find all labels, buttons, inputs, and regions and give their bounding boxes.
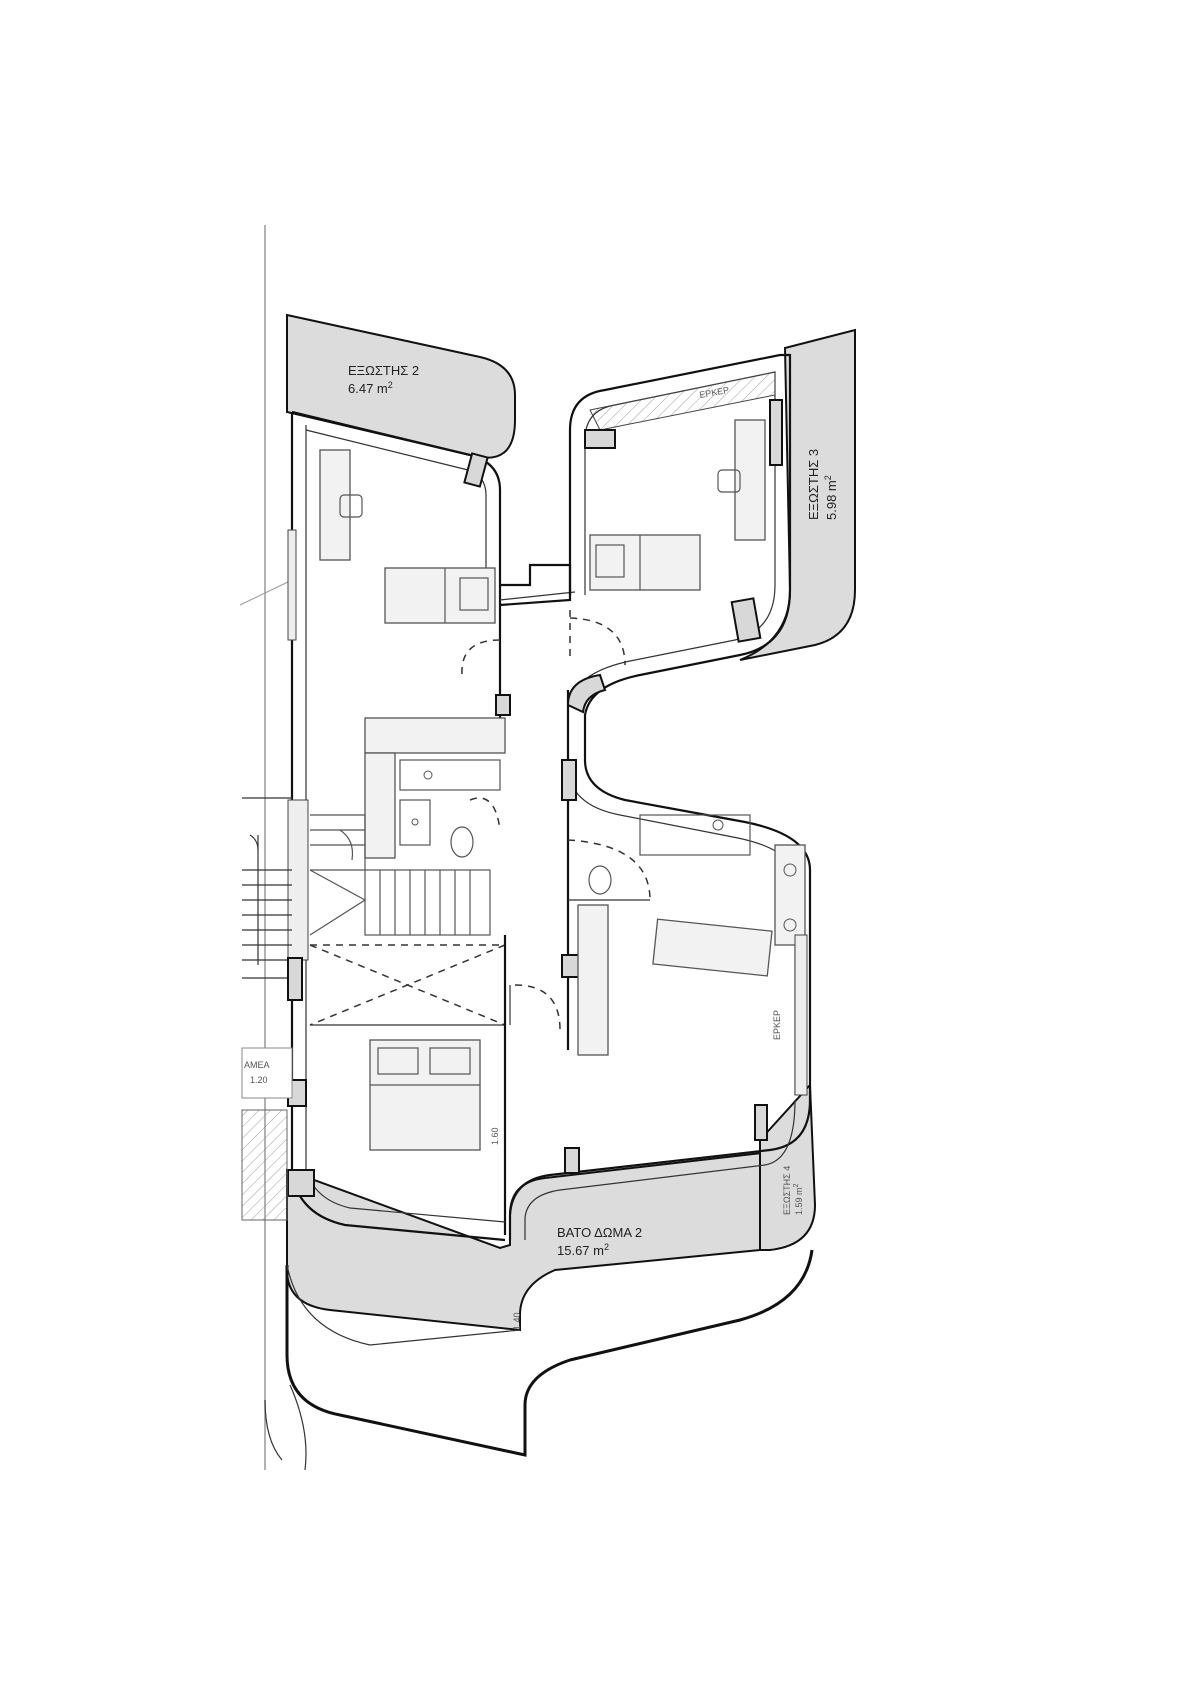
amea-label-box (241, 1047, 293, 1099)
room2-bed (589, 534, 701, 591)
room1-bed (384, 567, 496, 624)
sink-drain-icon (423, 770, 433, 780)
bath2-sink-icon (712, 819, 724, 831)
bath2-toilet-icon (588, 865, 612, 895)
room1-chair-icon (339, 494, 363, 518)
bath-shower (399, 799, 431, 846)
left-window (287, 529, 297, 641)
terrace-2-area (286, 1085, 811, 1332)
balcony-2-name: ΕΞΩΣΤΗΣ 2 (348, 363, 419, 378)
svg-text:ΕΞΩΣΤΗΣ 4: ΕΞΩΣΤΗΣ 4 (782, 1166, 792, 1215)
room1-pillow (459, 577, 489, 611)
bath-fixture-sink (399, 759, 501, 791)
balcony-3-label: ΕΞΩΣΤΗΣ 3 5.98 m2 (806, 449, 839, 520)
balcony-2-area: 6.47 m2 (348, 380, 393, 396)
corridor-link-inner (499, 591, 576, 601)
master-pillow-right (429, 1047, 471, 1075)
stair-void (309, 935, 511, 1235)
wardrobe (652, 918, 773, 977)
kitchen-counter-side (364, 752, 396, 859)
kitchenette-counter (774, 844, 806, 946)
living-column-right (754, 1104, 768, 1141)
room2-right-window (769, 399, 783, 466)
corridor-column-2 (561, 759, 577, 801)
bedroom-corner-column (287, 1169, 315, 1197)
lower-left-arc (289, 1384, 307, 1471)
svg-text:1.59 m2: 1.59 m2 (793, 1183, 804, 1215)
outer-bottom-curve-inner (286, 1264, 521, 1346)
living-bottom-inner (524, 1099, 796, 1240)
left-column-mid (287, 957, 303, 1001)
bath2-vanity (639, 814, 751, 856)
room2-erker-strip (589, 371, 776, 431)
living-bottom-wall (508, 1099, 812, 1240)
balcony-2-area (286, 313, 516, 459)
svg-text:5.98 m2: 5.98 m2 (823, 475, 839, 520)
bath2-shower (577, 904, 609, 1056)
door-swing-bedroom (514, 984, 561, 1031)
lower-left-arc-2 (264, 1399, 283, 1461)
room1-corner-column (463, 452, 489, 488)
terrace-2-name: ΒΑΤΟ ΔΩΜΑ 2 (557, 1225, 642, 1240)
left-opening-stairs (287, 799, 309, 961)
balcony-4-area (759, 1082, 817, 1251)
terrace-2-area: 15.67 m2 (557, 1242, 609, 1258)
outer-bottom-curve (285, 1249, 814, 1457)
svg-text:ΕΞΩΣΤΗΣ 3: ΕΞΩΣΤΗΣ 3 (806, 449, 821, 520)
room2-left-column (584, 429, 616, 449)
room2-chair-icon (717, 469, 741, 493)
room2-outer-wall (568, 353, 812, 1100)
kitchen-counter (364, 717, 506, 754)
door-swing-room1 (461, 639, 501, 676)
master-bed (369, 1039, 481, 1151)
erker-strip-right (794, 934, 808, 1096)
kitchenette-sink-2 (783, 918, 797, 932)
living-column-bottom (564, 1147, 580, 1174)
external-stairs (242, 797, 292, 979)
amea-label: ΑΜΕΑ (244, 1060, 270, 1070)
room1-desk (319, 449, 351, 561)
corridor-column-1 (495, 694, 511, 716)
staircase (309, 814, 491, 936)
balcony-4-label: ΕΞΩΣΤΗΣ 4 1.59 m2 (782, 1166, 804, 1215)
amea-dim-label: 1.20 (250, 1075, 268, 1085)
room2-bottom-column (730, 597, 762, 643)
shower-drain-icon (411, 818, 419, 826)
toilet-icon (450, 826, 474, 858)
corridor-link-wall (499, 563, 572, 607)
erker-right-label: ΕΡΚΕΡ (772, 1010, 782, 1040)
room1-top-wall (291, 410, 502, 620)
door-swing-room2 (569, 617, 626, 666)
room2-pillow (595, 544, 625, 578)
amea-parking-hatch (241, 1109, 288, 1221)
kitchenette-sink-1 (783, 863, 797, 877)
bedroom-dim-label: 1.60 (490, 1127, 500, 1145)
site-line (239, 579, 293, 606)
master-pillow-left (377, 1047, 419, 1075)
bath-door-swing (469, 797, 501, 831)
door-swing-bath (567, 839, 651, 901)
terrace-dim-label: 1.40 (512, 1312, 522, 1330)
corridor-curve-column (566, 673, 607, 714)
